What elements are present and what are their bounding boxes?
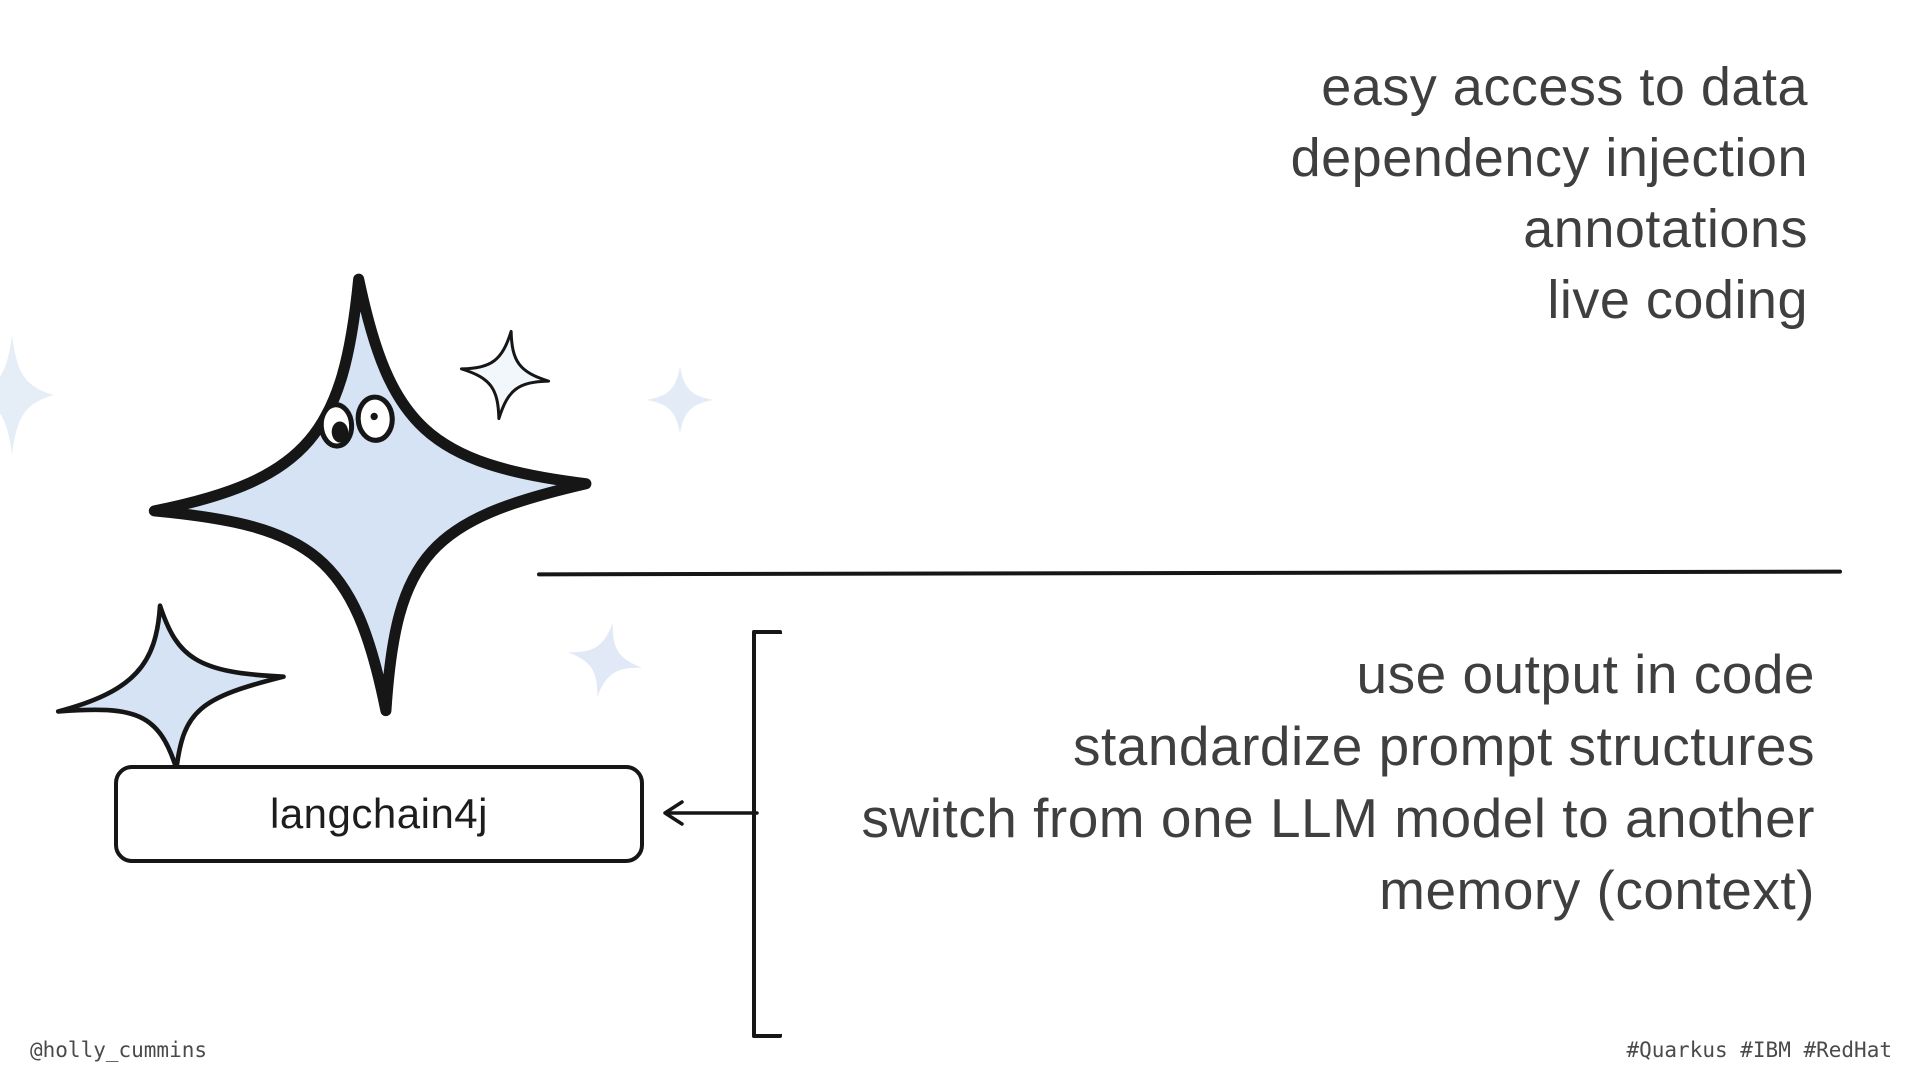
feature-line: live coding [1547, 270, 1808, 330]
benefit-line: switch from one LLM model to another [861, 787, 1815, 849]
faded-sparkle-icon [646, 366, 714, 434]
faded-sparkle-icon [0, 335, 54, 455]
feature-line: dependency injection [1290, 128, 1808, 188]
sparkle-character-icon [148, 273, 592, 717]
faded-sparkle-icon [568, 623, 642, 697]
hashtags: #Quarkus #IBM #RedHat [1626, 1038, 1892, 1062]
langchain4j-box: langchain4j [114, 765, 644, 863]
benefit-line: memory (context) [1379, 859, 1815, 921]
divider-line [536, 569, 1843, 577]
benefit-line: standardize prompt structures [1072, 715, 1815, 777]
small-star-icon [459, 329, 551, 421]
arrow-left-icon [663, 800, 759, 826]
feature-line: easy access to data [1321, 57, 1808, 117]
langchain4j-label: langchain4j [269, 790, 488, 837]
author-handle: @holly_cummins [30, 1038, 208, 1062]
sparkle-icon [55, 603, 286, 772]
grouping-bracket [752, 630, 782, 1038]
langchain4j-benefit-list: use output in code standardize prompt st… [862, 638, 1815, 926]
quarkus-feature-list: easy access to data dependency injection… [1291, 52, 1808, 336]
benefit-line: use output in code [1356, 643, 1815, 705]
feature-line: annotations [1523, 199, 1808, 259]
